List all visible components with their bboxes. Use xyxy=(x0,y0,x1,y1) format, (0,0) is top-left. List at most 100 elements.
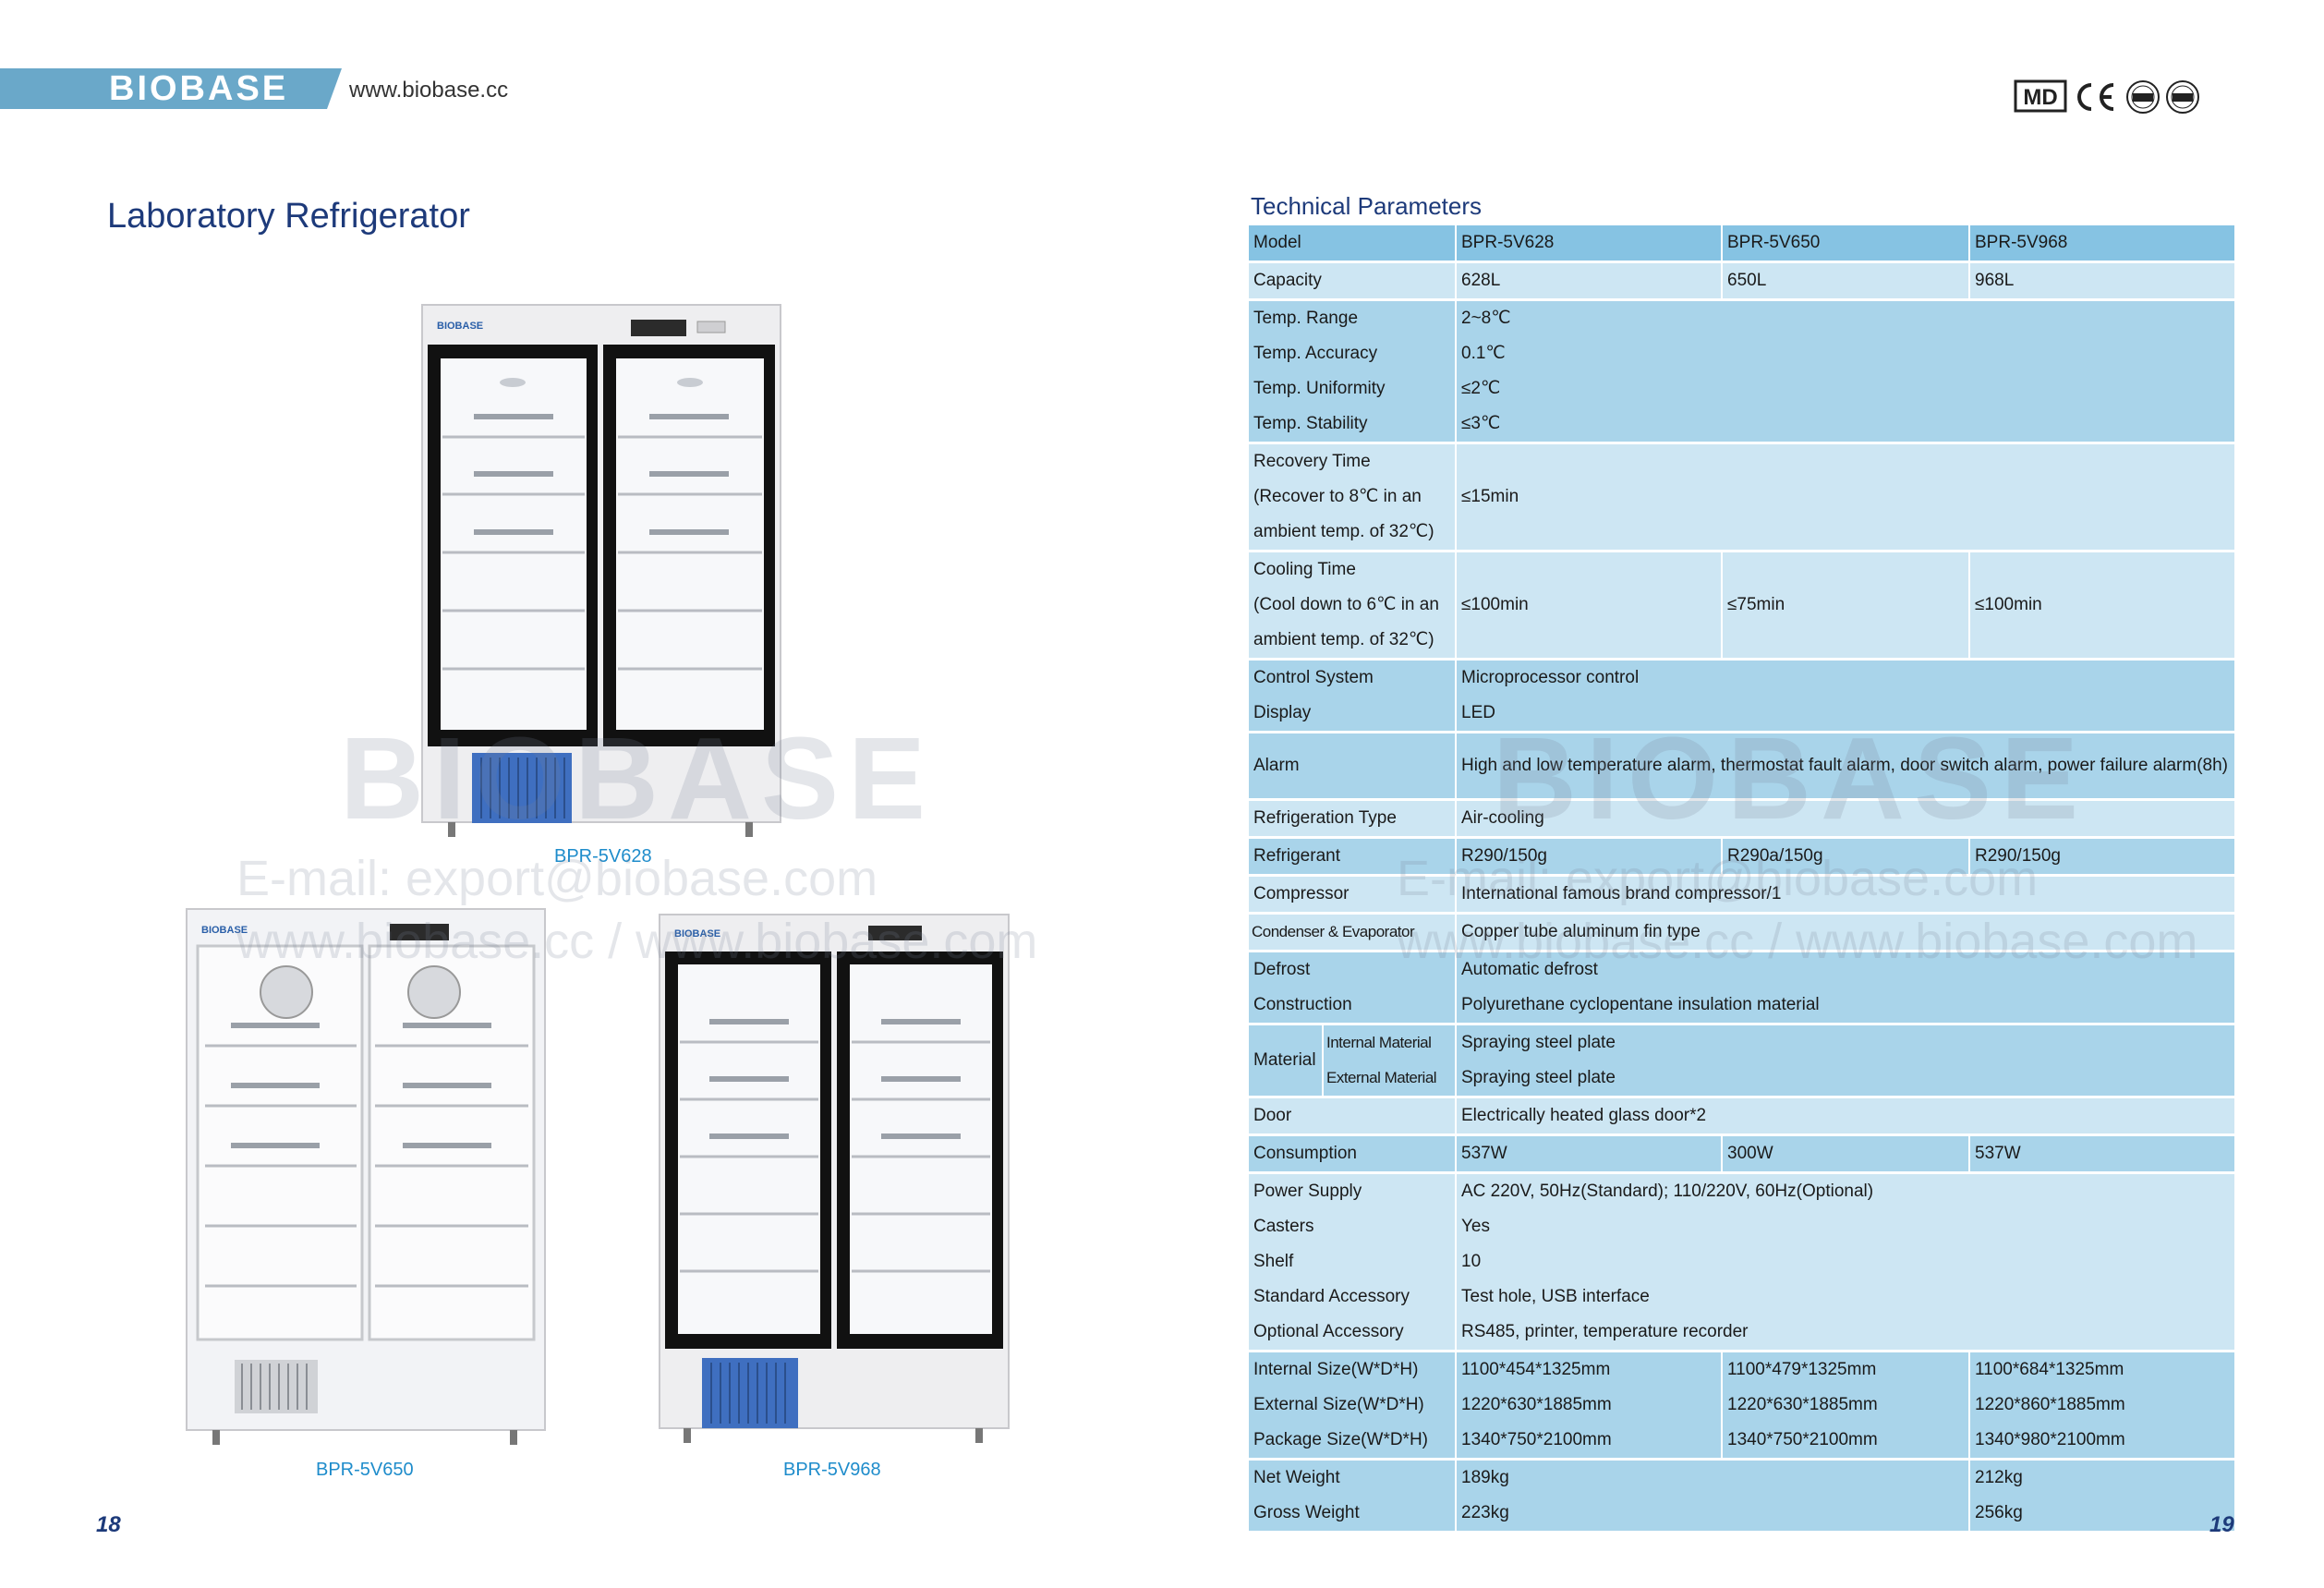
cell-value: ≤2℃ xyxy=(1456,371,2236,406)
table-row-defrost: Defrost Automatic defrost xyxy=(1249,951,2236,988)
table-row-compressor: Compressor International famous brand co… xyxy=(1249,875,2236,915)
label-line: (Recover to 8℃ in an xyxy=(1253,487,1422,506)
cell-value: ≤75min xyxy=(1722,551,1970,661)
cell-value: Copper tube aluminum fin type xyxy=(1456,913,2236,952)
row-label: Shelf xyxy=(1249,1244,1457,1279)
cell-value: 300W xyxy=(1722,1134,1970,1174)
product-caption-bpr-5v968: BPR-5V968 xyxy=(783,1460,881,1480)
watermark-logo: BIOBASE xyxy=(1493,713,2088,843)
cell-value: 537W xyxy=(1456,1134,1723,1174)
svg-text:BIOBASE: BIOBASE xyxy=(201,925,248,936)
watermark-web: www.biobase.cc / www.biobase.com xyxy=(236,914,1038,969)
cell-value: 1100*684*1325mm xyxy=(1969,1351,2236,1388)
table-row-casters: Casters Yes xyxy=(1249,1209,2236,1244)
row-label: Defrost xyxy=(1249,951,1457,988)
table-row-temp-uniformity: Temp. Uniformity ≤2℃ xyxy=(1249,371,2236,406)
cell-value: Yes xyxy=(1456,1209,2236,1244)
brand-logo-text: BIOBASE xyxy=(109,69,289,108)
cell-value: BPR-5V968 xyxy=(1969,225,2236,263)
label-line: Recovery Time xyxy=(1253,452,1371,471)
row-label: Model xyxy=(1249,225,1457,263)
cell-value: 212kg xyxy=(1969,1459,2236,1496)
table-row-condenser: Condenser & Evaporator Copper tube alumi… xyxy=(1249,913,2236,952)
cell-value: 1220*630*1885mm xyxy=(1722,1388,1970,1423)
table-row-cooling-time: Cooling Time (Cool down to 6℃ in an ambi… xyxy=(1249,551,2236,661)
cell-value: 0.1℃ xyxy=(1456,336,2236,371)
row-label: External Size(W*D*H) xyxy=(1249,1388,1457,1423)
cell-value: ≤3℃ xyxy=(1456,406,2236,444)
product-photo-bpr-5v628: BIOBASE xyxy=(421,304,781,837)
row-label: Construction xyxy=(1249,988,1457,1025)
product-photo-bpr-5v650: BIOBASE xyxy=(186,908,546,1445)
website-url[interactable]: www.biobase.cc xyxy=(349,78,509,103)
row-label: Consumption xyxy=(1249,1134,1457,1174)
cell-value: R290/150g xyxy=(1969,837,2236,877)
cell-value: RS485, printer, temperature recorder xyxy=(1456,1315,2236,1352)
table-row-temp-stability: Temp. Stability ≤3℃ xyxy=(1249,406,2236,444)
table-row-control-system: Control System Microprocessor control xyxy=(1249,659,2236,696)
row-label: Package Size(W*D*H) xyxy=(1249,1423,1457,1461)
row-label: Standard Accessory xyxy=(1249,1279,1457,1315)
label-line: (Cool down to 6℃ in an xyxy=(1253,595,1439,614)
certification-marks: MD xyxy=(2014,76,2208,118)
row-label: Capacity xyxy=(1249,261,1457,301)
table-row-gross-weight: Gross Weight 223kg 256kg xyxy=(1249,1496,2236,1533)
cell-value: 1100*454*1325mm xyxy=(1456,1351,1723,1388)
table-row-package-size: Package Size(W*D*H) 1340*750*2100mm 1340… xyxy=(1249,1423,2236,1461)
row-label: Cooling Time (Cool down to 6℃ in an ambi… xyxy=(1249,551,1457,661)
watermark-email: E-mail: export@biobase.com xyxy=(236,851,878,906)
table-row-recovery-time: Recovery Time (Recover to 8℃ in an ambie… xyxy=(1249,442,2236,552)
table-row-shelf: Shelf 10 xyxy=(1249,1244,2236,1279)
cell-value: R290/150g xyxy=(1456,837,1723,877)
row-label: Compressor xyxy=(1249,875,1457,915)
sub-label: Internal Material xyxy=(1323,1024,1457,1061)
cell-value: High and low temperature alarm, thermost… xyxy=(1456,732,2236,801)
row-label: Temp. Uniformity xyxy=(1249,371,1457,406)
cell-value: Spraying steel plate xyxy=(1456,1024,2236,1061)
cell-value: BPR-5V650 xyxy=(1722,225,1970,263)
row-label: Temp. Stability xyxy=(1249,406,1457,444)
table-row-optional-accessory: Optional Accessory RS485, printer, tempe… xyxy=(1249,1315,2236,1352)
table-row-display: Display LED xyxy=(1249,696,2236,733)
row-label: Temp. Accuracy xyxy=(1249,336,1457,371)
cell-value: R290a/150g xyxy=(1722,837,1970,877)
cell-value: 1220*860*1885mm xyxy=(1969,1388,2236,1423)
row-label: Recovery Time (Recover to 8℃ in an ambie… xyxy=(1249,442,1457,552)
cell-value: 223kg xyxy=(1456,1496,1970,1533)
row-label: Net Weight xyxy=(1249,1459,1457,1496)
cell-value: 1220*630*1885mm xyxy=(1456,1388,1723,1423)
row-label: Gross Weight xyxy=(1249,1496,1457,1533)
product-caption-bpr-5v628: BPR-5V628 xyxy=(554,846,652,867)
ce-mark-icon xyxy=(2077,83,2114,111)
brand-banner xyxy=(0,68,342,109)
cell-value: 189kg xyxy=(1456,1459,1970,1496)
row-label: Material xyxy=(1249,1024,1324,1098)
section-title: Technical Parameters xyxy=(1251,192,1482,220)
iso9001-seal-icon xyxy=(2126,80,2160,114)
cell-value: BPR-5V628 xyxy=(1456,225,1723,263)
label-line: ambient temp. of 32℃) xyxy=(1253,522,1434,541)
svg-text:BIOBASE: BIOBASE xyxy=(437,321,483,332)
row-label: Internal Size(W*D*H) xyxy=(1249,1351,1457,1388)
cell-value: Microprocessor control xyxy=(1456,659,2236,696)
cell-value: 1340*750*2100mm xyxy=(1722,1423,1970,1461)
cell-value: 1100*479*1325mm xyxy=(1722,1351,1970,1388)
row-label: Refrigerant xyxy=(1249,837,1457,877)
page-title: Laboratory Refrigerator xyxy=(107,197,470,236)
row-label: Alarm xyxy=(1249,732,1457,801)
cell-value: Automatic defrost xyxy=(1456,951,2236,988)
table-row-construction: Construction Polyurethane cyclopentane i… xyxy=(1249,988,2236,1025)
label-line: ambient temp. of 32℃) xyxy=(1253,630,1434,649)
svg-text:BIOBASE: BIOBASE xyxy=(674,928,720,939)
table-row-model: Model BPR-5V628 BPR-5V650 BPR-5V968 xyxy=(1249,225,2236,263)
cell-value: LED xyxy=(1456,696,2236,733)
table-row-refrigerant: Refrigerant R290/150g R290a/150g R290/15… xyxy=(1249,837,2236,877)
cell-value: ≤100min xyxy=(1969,551,2236,661)
cell-value: ≤15min xyxy=(1456,442,2236,552)
table-row-temp-accuracy: Temp. Accuracy 0.1℃ xyxy=(1249,336,2236,371)
cell-value: International famous brand compressor/1 xyxy=(1456,875,2236,915)
cell-value: Electrically heated glass door*2 xyxy=(1456,1097,2236,1136)
cell-value: AC 220V, 50Hz(Standard); 110/220V, 60Hz(… xyxy=(1456,1172,2236,1209)
svg-text:MD: MD xyxy=(2023,85,2057,110)
iso13485-seal-icon xyxy=(2166,80,2199,114)
